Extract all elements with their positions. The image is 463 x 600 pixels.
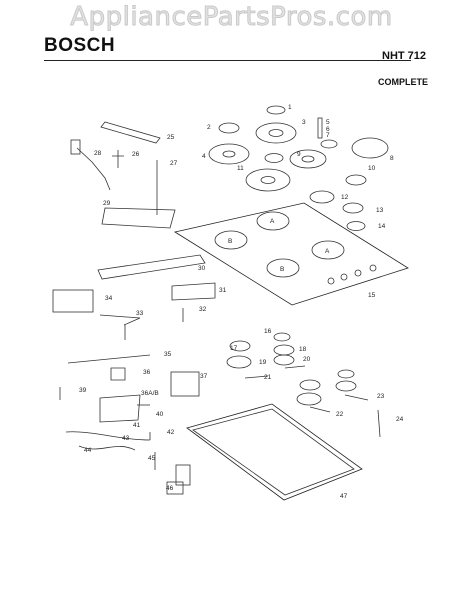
callout-29: 29 [103,200,111,207]
callout-34: 34 [105,295,113,302]
callout-9: 9 [297,151,301,158]
burner-label-b2: B [280,266,284,273]
callout-15: 15 [368,292,376,299]
section-title: COMPLETE [378,77,429,87]
callout-43: 43 [122,435,130,442]
callout-10: 10 [368,165,376,172]
callout-23: 23 [377,393,385,400]
callout-31: 31 [219,287,227,294]
top-burner-parts [208,105,389,231]
callout-40: 40 [156,411,164,418]
callout-46: 46 [166,485,174,492]
cooktop-top-panel [173,202,409,306]
lower-burner-parts [226,332,381,438]
callout-12: 12 [341,194,349,201]
callout-41: 41 [133,422,141,429]
callout-20: 20 [303,356,311,363]
callout-42: 42 [167,429,175,436]
callout-14: 14 [378,223,386,230]
callout-33: 33 [136,310,144,317]
callout-labels: 1 2 3 4 5 6 7 8 9 10 11 12 13 14 15 16 1… [79,104,404,500]
callout-7: 7 [326,132,330,139]
burner-label-a2: A [325,248,330,255]
callout-45: 45 [148,455,156,462]
header-rule [44,60,411,61]
callout-18a: 18 [299,346,307,353]
model-number: NHT 712 [382,50,427,62]
drip-pan [186,403,363,501]
callout-37: 37 [200,373,208,380]
callout-36ab: 36A/B [141,390,159,397]
callout-28: 28 [94,150,102,157]
callout-32: 32 [199,306,207,313]
callout-17a: 17 [230,345,238,352]
callout-3: 3 [302,119,306,126]
callout-13: 13 [376,207,384,214]
watermark: AppliancePartsPros.com [70,2,393,33]
callout-19a: 19 [259,359,267,366]
callout-30: 30 [198,265,206,272]
callout-44: 44 [84,447,92,454]
callout-39: 39 [79,387,87,394]
callout-5: 5 [326,119,330,126]
burner-label-b1: B [228,238,232,245]
brand-logo: BOSCH [44,35,116,56]
left-hardware [52,121,216,495]
callout-6: 6 [326,126,330,133]
callout-16a: 16 [264,328,272,335]
callout-24: 24 [396,416,404,423]
callout-22: 22 [336,411,344,418]
callout-25: 25 [167,134,175,141]
callout-26: 26 [132,151,140,158]
callout-36: 36 [143,369,151,376]
callout-27: 27 [170,160,178,167]
callout-4: 4 [202,153,206,160]
callout-47: 47 [340,493,348,500]
callout-2: 2 [207,124,211,131]
burner-label-a1: A [270,218,275,225]
callout-1: 1 [288,104,292,111]
callout-11: 11 [237,165,244,172]
callout-21: 21 [264,374,272,381]
callout-35: 35 [164,351,172,358]
callout-8: 8 [390,155,394,162]
